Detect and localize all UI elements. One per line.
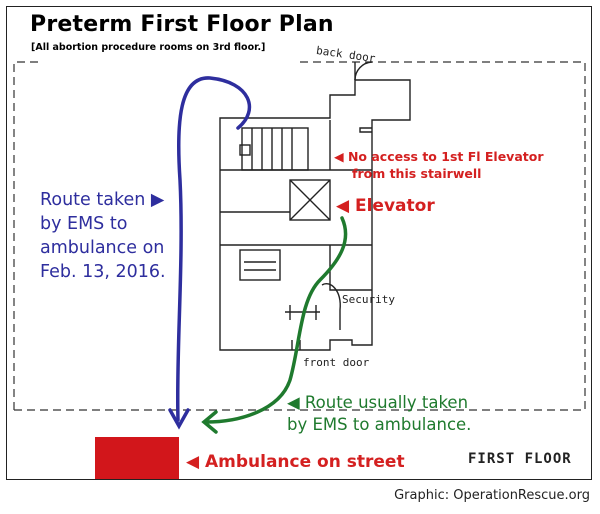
ambulance-block bbox=[95, 437, 179, 479]
page-title: Preterm First Floor Plan bbox=[30, 12, 334, 37]
ems-route-label-line: by EMS to bbox=[40, 214, 128, 234]
usual-route-line: by EMS to ambulance. bbox=[287, 415, 472, 434]
usual-route-green bbox=[204, 216, 348, 424]
ambulance-label: ◀ Ambulance on street bbox=[186, 452, 405, 472]
ems-route-blue-arrowhead bbox=[168, 408, 190, 430]
ems-route-blue bbox=[175, 76, 251, 422]
building-outline bbox=[219, 61, 411, 351]
subtitle: [All abortion procedure rooms on 3rd flo… bbox=[31, 42, 266, 53]
no-access-label: ◀ No access to 1st Fl Elevator from this… bbox=[334, 148, 544, 182]
usual-route-line: ◀ Route usually taken bbox=[287, 393, 469, 412]
ems-route-label-line: ambulance on bbox=[40, 238, 165, 258]
usual-route-label: ◀ Route usually taken by EMS to ambulanc… bbox=[287, 392, 471, 436]
ems-route-label-line: Feb. 13, 2016. bbox=[40, 262, 166, 282]
usual-route-green-arrowhead bbox=[201, 410, 218, 434]
no-access-line: ◀ No access to 1st Fl Elevator bbox=[334, 149, 544, 164]
property-boundary bbox=[13, 61, 586, 411]
first-floor-label: FIRST FLOOR bbox=[468, 451, 572, 467]
diagram-frame bbox=[6, 6, 592, 480]
front-door-label: front door bbox=[303, 356, 370, 369]
security-label: Security bbox=[342, 293, 395, 306]
elevator-shaft bbox=[289, 179, 331, 221]
no-access-line: from this stairwell bbox=[352, 166, 482, 181]
ems-route-label-line: Route taken ▶ bbox=[40, 190, 165, 210]
ems-route-label: Route taken ▶ by EMS to ambulance on Feb… bbox=[40, 188, 200, 284]
elevator-label: ◀ Elevator bbox=[336, 196, 435, 216]
graphic-credit: Graphic: OperationRescue.org bbox=[394, 488, 590, 503]
